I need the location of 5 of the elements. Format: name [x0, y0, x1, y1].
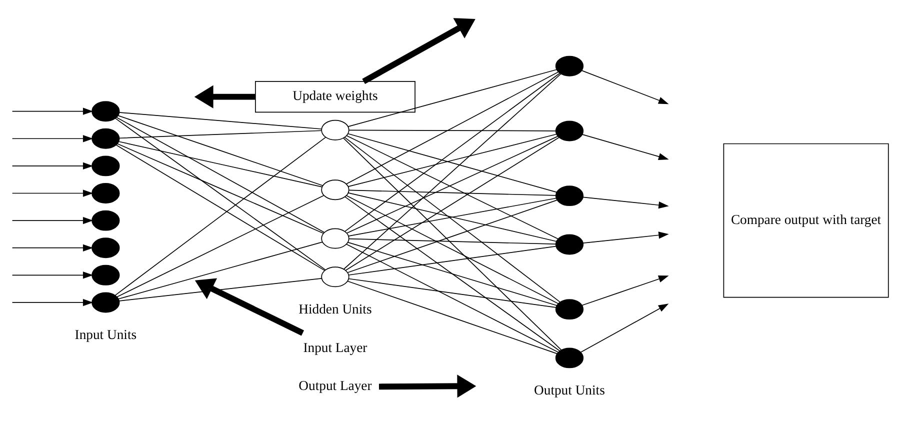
label: Hidden Units [298, 300, 372, 316]
node-text: Output Layer [298, 378, 372, 393]
label: Input Units [74, 326, 137, 342]
label: Output Units [534, 382, 605, 397]
node-text: Input Layer [303, 339, 368, 354]
